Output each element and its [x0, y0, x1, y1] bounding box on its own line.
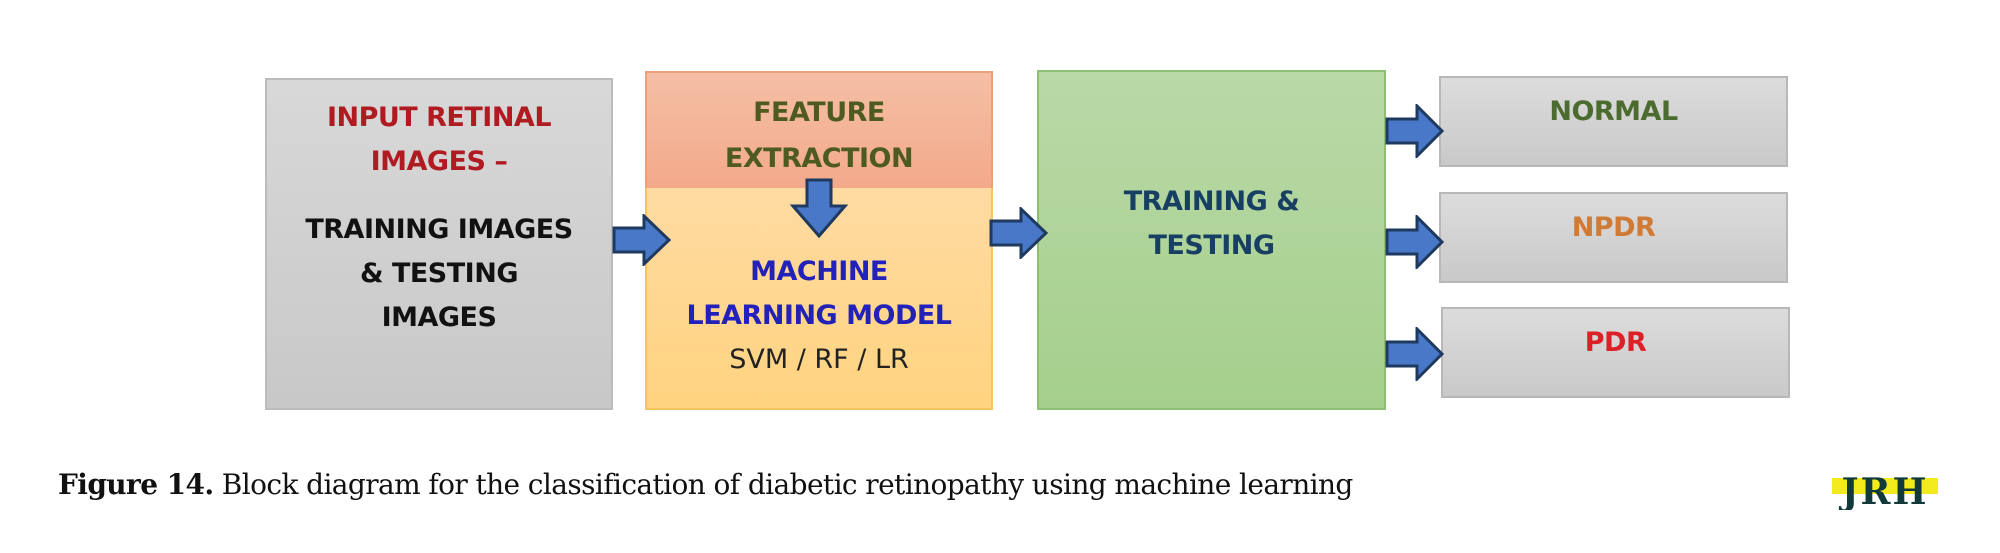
training-line-2: TESTING — [1148, 230, 1275, 261]
output-pdr-block: PDR — [1441, 307, 1790, 398]
output-npdr-block: NPDR — [1439, 192, 1788, 283]
input-body-line-2: & TESTING — [360, 258, 518, 289]
feature-line-2: EXTRACTION — [724, 143, 914, 174]
feature-extraction-block: FEATURE EXTRACTION — [645, 71, 993, 189]
model-title-line-2: LEARNING MODEL — [686, 300, 952, 331]
feature-line-1: FEATURE — [753, 97, 885, 128]
output-normal-label: NORMAL — [1549, 96, 1678, 127]
output-pdr-label: PDR — [1584, 327, 1647, 358]
arrow-right-icon — [1385, 104, 1445, 158]
figure-caption: Figure 14. Block diagram for the classif… — [58, 468, 1353, 501]
svg-text:JRH: JRH — [1839, 472, 1929, 510]
arrow-right-icon — [989, 207, 1049, 259]
jrh-logo: JRH — [1832, 472, 1938, 510]
output-npdr-label: NPDR — [1571, 212, 1656, 243]
training-testing-block: TRAINING & TESTING — [1037, 70, 1386, 410]
output-normal-block: NORMAL — [1439, 76, 1788, 167]
figure-label: Figure 14. — [58, 468, 214, 501]
model-title-line-1: MACHINE — [750, 256, 888, 287]
arrow-right-icon — [1385, 215, 1445, 269]
model-list: SVM / RF / LR — [729, 344, 909, 375]
input-retinal-images-block: INPUT RETINAL IMAGES – TRAINING IMAGES &… — [265, 78, 613, 410]
arrow-right-icon — [612, 214, 672, 266]
input-body-line-1: TRAINING IMAGES — [305, 214, 573, 245]
input-title-line-2: IMAGES – — [370, 146, 508, 177]
input-body-line-3: IMAGES — [381, 302, 497, 333]
training-line-1: TRAINING & — [1123, 186, 1300, 217]
arrow-right-icon — [1385, 327, 1445, 381]
arrow-down-icon — [790, 178, 848, 239]
figure-caption-text: Block diagram for the classification of … — [213, 468, 1354, 501]
input-title-line-1: INPUT RETINAL — [326, 102, 552, 133]
